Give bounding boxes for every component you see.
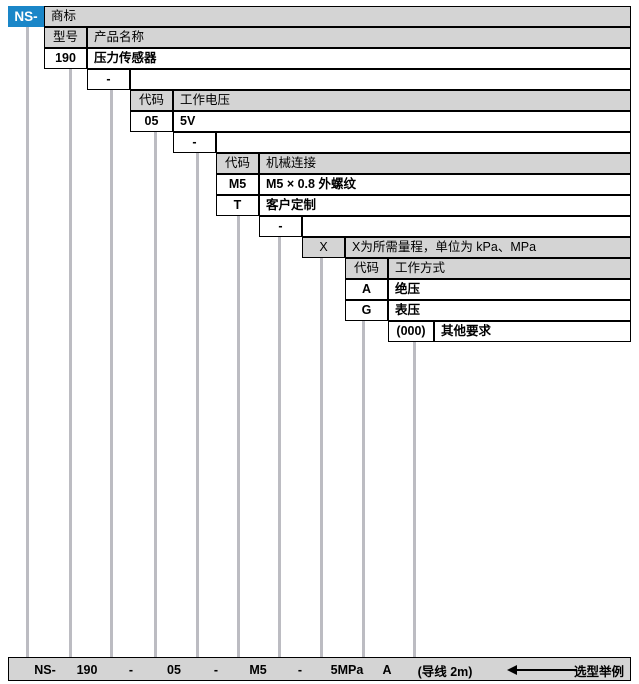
worktype-row-code-g: G (345, 300, 388, 321)
separator-dash-3-filler (302, 216, 631, 237)
example-bar: NS- 190 - 05 - M5 - 5MPa A (导线 2m) 选型举例 (8, 657, 631, 681)
separator-dash-2: - (173, 132, 216, 153)
model-code-header: 型号 (44, 27, 87, 48)
mechanical-code-header: 代码 (216, 153, 259, 174)
mechanical-desc-header: 机械连接 (259, 153, 631, 174)
example-token-2: - (128, 663, 134, 677)
connector-line-dash2 (196, 152, 199, 657)
mechanical-row-desc-t: 客户定制 (259, 195, 631, 216)
arrow-shaft-icon (517, 669, 577, 671)
example-token-4: - (213, 663, 219, 677)
arrow-head-icon (507, 665, 517, 675)
connector-line-brand (26, 26, 29, 657)
brand-label: 商标 (44, 6, 631, 27)
example-token-6: - (297, 663, 303, 677)
connector-line-range (320, 257, 323, 657)
separator-dash-2-filler (216, 132, 631, 153)
example-token-3: 05 (167, 663, 181, 677)
example-token-0: NS- (34, 663, 56, 677)
voltage-code-header: 代码 (130, 90, 173, 111)
separator-dash-1-filler (130, 69, 631, 90)
worktype-row-code-a: A (345, 279, 388, 300)
connector-line-other (413, 341, 416, 657)
other-row-code: (000) (388, 321, 434, 342)
example-token-1: 190 (76, 663, 98, 677)
model-row-desc: 压力传感器 (87, 48, 631, 69)
other-row-desc: 其他要求 (434, 321, 631, 342)
voltage-row-desc: 5V (173, 111, 631, 132)
voltage-row-code: 05 (130, 111, 173, 132)
example-token-8: A (382, 663, 392, 677)
brand-code-badge: NS- (8, 6, 44, 27)
example-token-5: M5 (249, 663, 267, 677)
separator-dash-3: - (259, 216, 302, 237)
mechanical-row-code-t: T (216, 195, 259, 216)
example-token-9: (导线 2m) (417, 664, 473, 679)
voltage-desc-header: 工作电压 (173, 90, 631, 111)
connector-line-voltage (154, 131, 157, 657)
connector-line-model (69, 68, 72, 657)
mechanical-row-code-m5: M5 (216, 174, 259, 195)
worktype-desc-header: 工作方式 (388, 258, 631, 279)
model-desc-header: 产品名称 (87, 27, 631, 48)
connector-line-dash3 (278, 236, 281, 657)
mechanical-row-desc-m5: M5 × 0.8 外螺纹 (259, 174, 631, 195)
model-row-code: 190 (44, 48, 87, 69)
worktype-code-header: 代码 (345, 258, 388, 279)
separator-dash-1: - (87, 69, 130, 90)
connector-line-dash1 (110, 89, 113, 657)
example-label: 选型举例 (573, 664, 624, 679)
range-code-header: X (302, 237, 345, 258)
example-token-7: 5MPa (330, 663, 364, 677)
connector-line-mechanical (237, 215, 240, 657)
worktype-row-desc-a: 绝压 (388, 279, 631, 300)
range-desc-header: X为所需量程，单位为 kPa、MPa (345, 237, 631, 258)
connector-line-worktype (362, 320, 365, 657)
worktype-row-desc-g: 表压 (388, 300, 631, 321)
